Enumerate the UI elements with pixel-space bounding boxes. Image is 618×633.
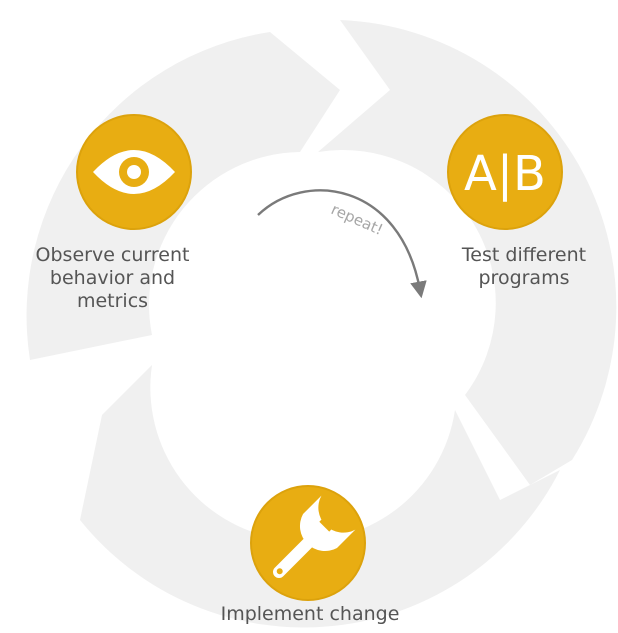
observe-badge bbox=[76, 114, 192, 230]
wrench-icon bbox=[273, 495, 356, 578]
repeat-arrow bbox=[257, 189, 427, 299]
implement-label-line-1: Implement change bbox=[220, 603, 400, 625]
implement-step-label: Implement change bbox=[190, 603, 430, 626]
test-label-line-2: programs bbox=[478, 267, 570, 289]
eye-icon bbox=[93, 150, 175, 194]
test-label-line-1: Test different bbox=[461, 244, 587, 266]
ring-segment-bottom bbox=[80, 365, 560, 628]
implement-badge bbox=[250, 485, 366, 601]
observe-label-line-3: metrics bbox=[76, 290, 149, 312]
test-badge: A|B bbox=[447, 114, 563, 230]
observe-label-line-2: behavior and bbox=[49, 267, 176, 289]
observe-label-line-1: Observe current bbox=[35, 244, 190, 266]
observe-step-label: Observe current behavior and metrics bbox=[0, 244, 225, 313]
repeat-label: repeat! bbox=[328, 200, 385, 239]
test-step-label: Test different programs bbox=[430, 244, 618, 290]
ab-test-icon: A|B bbox=[464, 146, 546, 202]
